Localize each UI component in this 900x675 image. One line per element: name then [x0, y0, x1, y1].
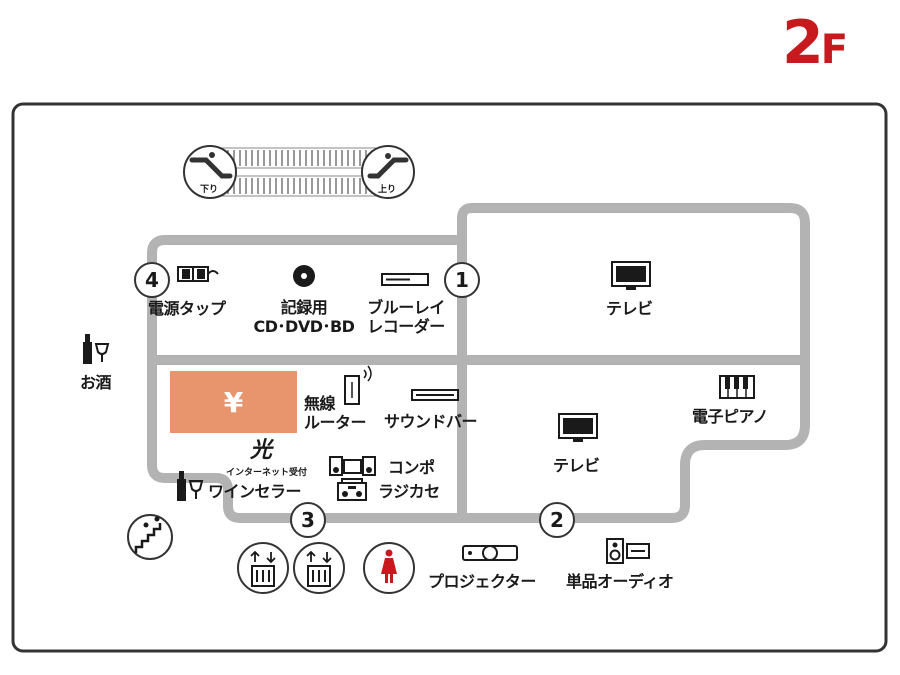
- router-label: 無線 ルーター: [304, 394, 367, 432]
- disc-icon: [293, 265, 315, 287]
- elevator-icon-right: [293, 542, 345, 594]
- stairs-icon: [127, 514, 173, 560]
- escalator-tracks: [221, 147, 383, 197]
- floor-number: 2: [782, 8, 824, 78]
- soundbar-icon: [411, 389, 459, 401]
- escalator-down-label: 下り: [200, 185, 219, 195]
- floor-outline: [11, 102, 888, 653]
- wine-cellar-label: ワインセラー: [208, 482, 302, 501]
- soundbar-label: サウンドバー: [384, 412, 478, 431]
- tv-lower-label: テレビ: [553, 456, 600, 475]
- liquor-icon: [83, 334, 110, 364]
- disc-label: 記録用 CD･DVD･BD: [253, 298, 355, 336]
- area-badge-2: 2: [539, 502, 575, 538]
- escalator-down-icon: [183, 145, 237, 199]
- projector-label: プロジェクター: [428, 572, 536, 591]
- area-badge-1: 1: [444, 262, 480, 298]
- radio-cassette-icon: [337, 478, 367, 501]
- audio-speaker-icon: [606, 538, 650, 564]
- piano-label: 電子ピアノ: [692, 407, 769, 426]
- liquor-label: お酒: [80, 373, 112, 392]
- floor-indicator: 2F: [782, 8, 848, 85]
- tv-lower-icon: [558, 413, 598, 442]
- escalator-up-icon: [361, 145, 415, 199]
- tv-upper-label: テレビ: [606, 299, 653, 318]
- router-icon: [344, 365, 372, 405]
- bluray-recorder-icon: [381, 273, 429, 286]
- hikari-logo: 光: [250, 438, 273, 463]
- projector-icon: [462, 545, 518, 561]
- compo-icon: [329, 456, 376, 476]
- tv-upper-icon: [611, 261, 651, 290]
- piano-icon: [719, 375, 755, 399]
- bluray-label: ブルーレイ レコーダー: [367, 298, 445, 336]
- radicase-label: ラジカセ: [378, 482, 440, 501]
- power-tap-icon: [177, 266, 219, 282]
- wine-cellar-icon: [177, 471, 204, 501]
- floor-letter: F: [820, 27, 849, 73]
- area-badge-3: 3: [290, 502, 326, 538]
- cashier-area: ¥: [170, 371, 297, 433]
- power-tap-label: 電源タップ: [148, 299, 226, 318]
- compo-label: コンポ: [388, 458, 435, 477]
- area-badge-4: 4: [134, 262, 170, 298]
- aisle-paths: [147, 203, 810, 523]
- escalator-up-label: 上り: [378, 185, 397, 195]
- hikari-sub-label: インターネット受付: [226, 468, 308, 478]
- elevator-icon-left: [237, 542, 289, 594]
- audio-label: 単品オーディオ: [566, 572, 674, 591]
- yen-icon: ¥: [223, 385, 244, 419]
- restroom-women-icon: [363, 542, 415, 594]
